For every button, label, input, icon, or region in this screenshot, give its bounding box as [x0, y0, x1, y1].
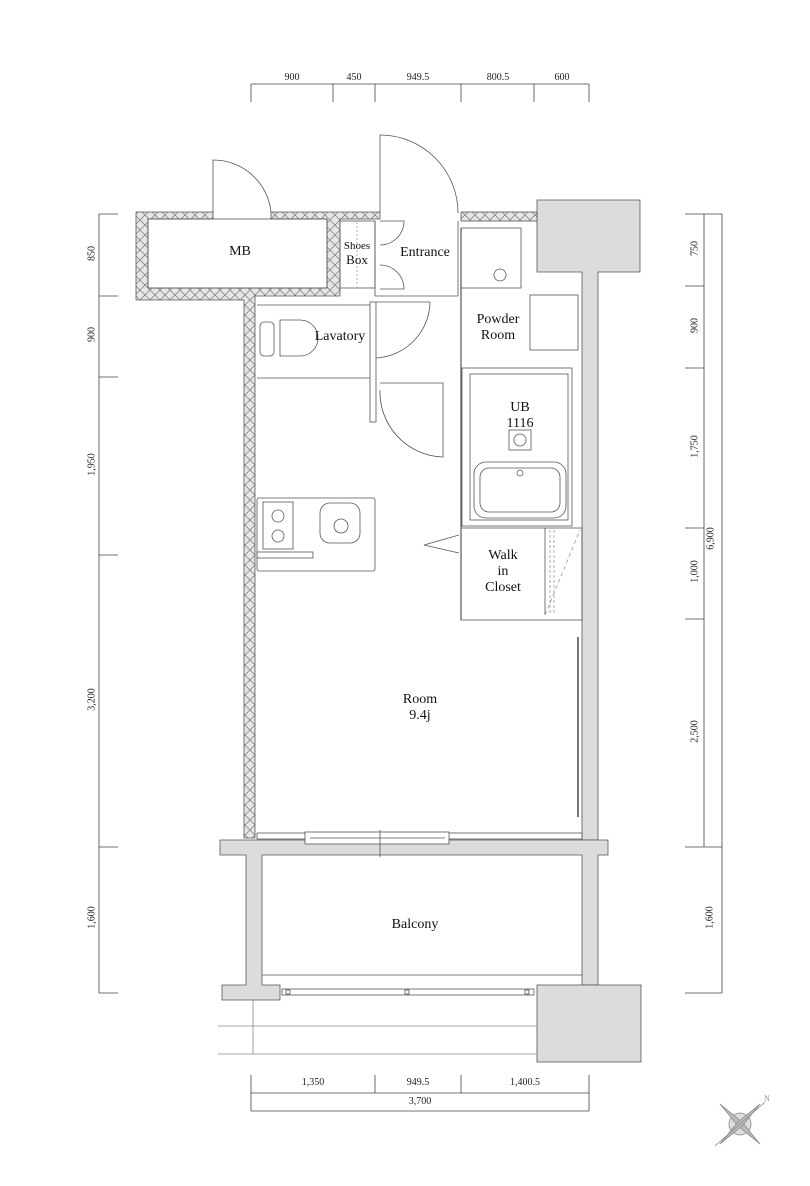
- closet-line3: Closet: [485, 580, 521, 596]
- dim-right-1: 750: [689, 241, 701, 256]
- powder-room-line2: Room: [480, 328, 516, 344]
- dim-top-4: 800.5: [486, 72, 510, 83]
- bottom-dimension-line: [250, 1075, 590, 1112]
- dim-left-2: 900: [86, 327, 98, 342]
- powder-room-line1: Powder: [476, 312, 520, 327]
- room-label-powder-room: Powder Room: [462, 312, 534, 344]
- room-label-ub: UB 1116: [490, 400, 550, 432]
- dim-right-5: 2,500: [689, 720, 701, 743]
- dim-top-5: 600: [554, 72, 570, 83]
- shoes-box-line1: Shoes: [343, 240, 371, 252]
- dim-left-4: 3,200: [86, 688, 98, 711]
- ub-line1: UB: [510, 400, 530, 415]
- dim-bottom-2: 949.5: [406, 1077, 430, 1088]
- room-label-room: Room 9.4j: [385, 692, 455, 724]
- dim-bottom-total: 3,700: [408, 1096, 432, 1107]
- room-label-mb: MB: [229, 244, 251, 259]
- top-dimension-line: [250, 83, 590, 102]
- room-label-walk-in-closet: Walk in Closet: [470, 548, 536, 596]
- closet-line1: Walk: [488, 548, 518, 563]
- left-dimension-line: [98, 213, 118, 994]
- interior-lines: [147, 134, 583, 1055]
- ub-line2: 1116: [506, 416, 534, 432]
- dim-top-1: 900: [284, 72, 300, 83]
- closet-line2: in: [497, 564, 509, 580]
- dim-right-3: 1,750: [689, 435, 701, 458]
- room-label-entrance: Entrance: [400, 245, 450, 260]
- concrete-walls: [219, 199, 642, 1063]
- room-line1: Room: [402, 692, 438, 707]
- dim-top-3: 949.5: [406, 72, 430, 83]
- dim-right-total: 6,900: [705, 527, 717, 550]
- dim-right-4: 1,000: [689, 560, 701, 583]
- dim-right-6: 1,600: [704, 906, 716, 929]
- dim-top-2: 450: [346, 72, 362, 83]
- room-line2: 9.4j: [409, 708, 431, 724]
- compass-rose-icon: [714, 1101, 766, 1147]
- room-label-lavatory: Lavatory: [314, 329, 366, 344]
- compass-north-label: N: [764, 1094, 770, 1103]
- dim-left-3: 1,950: [86, 453, 98, 476]
- dim-left-5: 1,600: [86, 906, 98, 929]
- dim-right-2: 900: [689, 318, 701, 333]
- dim-left-1: 850: [86, 246, 98, 261]
- right-dimension-line: [685, 213, 723, 994]
- room-label-shoes-box: Shoes Box: [336, 240, 378, 268]
- dim-bottom-3: 1,400.5: [510, 1077, 540, 1088]
- shoes-box-line2: Box: [346, 251, 368, 267]
- room-label-balcony: Balcony: [391, 917, 439, 932]
- hatched-walls: [135, 211, 538, 839]
- dim-bottom-1: 1,350: [301, 1077, 325, 1088]
